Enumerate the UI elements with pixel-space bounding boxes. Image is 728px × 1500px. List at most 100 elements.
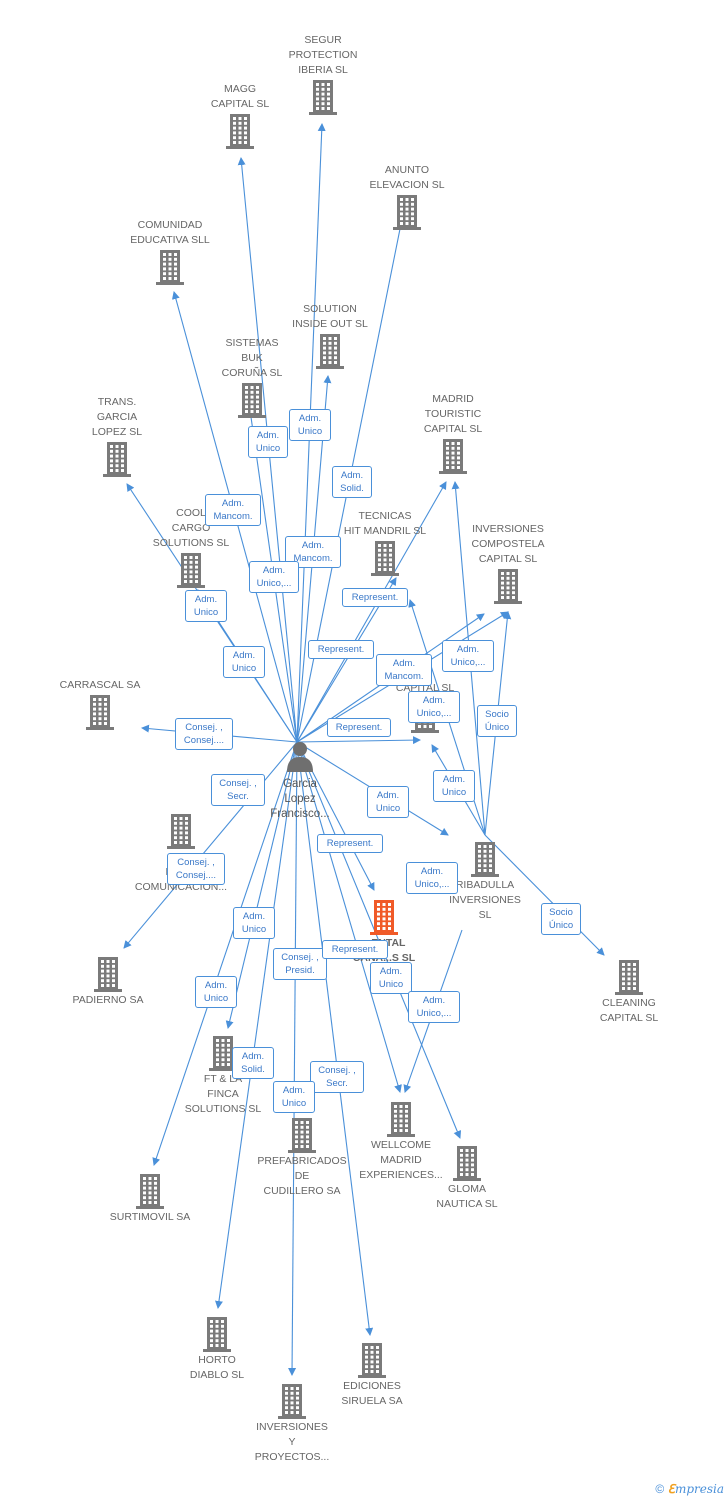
company-node-prefabricados[interactable]: PREFABRICADOS DE CUDILLERO SA bbox=[247, 1116, 357, 1199]
edge-line bbox=[296, 741, 402, 1093]
relation-label[interactable]: Adm. Unico bbox=[248, 426, 288, 458]
company-label: GLOMA NAUTICA SL bbox=[436, 1183, 498, 1210]
relation-label[interactable]: Represent. bbox=[342, 588, 408, 607]
relation-label[interactable]: Adm. Unico bbox=[370, 962, 412, 994]
relation-label[interactable]: Adm. Unico bbox=[289, 409, 331, 441]
company-label: HORTO DIABLO SL bbox=[189, 1354, 245, 1381]
company-label: TECNICAS HIT MANDRIL SL bbox=[343, 510, 427, 537]
edge-line bbox=[484, 834, 605, 956]
person-name: Garcia Lopez Francisco... bbox=[270, 778, 330, 820]
relation-label[interactable]: Adm. Unico,... bbox=[249, 561, 299, 593]
company-node-carrascal[interactable]: CARRASCAL SA bbox=[45, 678, 155, 731]
relation-label[interactable]: Represent. bbox=[317, 834, 383, 853]
edge-line bbox=[123, 741, 298, 949]
company-label: TRANS. GARCIA LOPEZ SL bbox=[91, 396, 143, 438]
company-node-padierno[interactable]: PADIERNO SA bbox=[53, 955, 163, 1008]
building-icon bbox=[203, 1317, 231, 1352]
building-icon bbox=[393, 195, 421, 230]
company-label: CLEANING CAPITAL SL bbox=[599, 997, 659, 1024]
company-node-sistemas[interactable]: SISTEMAS BUK CORUÑA SL bbox=[197, 336, 307, 419]
relation-label[interactable]: Adm. Unico,... bbox=[408, 691, 460, 723]
building-icon bbox=[439, 439, 467, 474]
company-label: MAGG CAPITAL SL bbox=[210, 83, 270, 110]
relation-label[interactable]: Consej. , Consej.... bbox=[175, 718, 233, 750]
relation-label[interactable]: Adm. Unico,... bbox=[406, 862, 458, 894]
company-node-ribadulla[interactable]: RIBADULLA INVERSIONES SL bbox=[430, 840, 540, 923]
relation-label[interactable]: Socio Único bbox=[477, 705, 517, 737]
company-label: WELLCOME MADRID EXPERIENCES... bbox=[359, 1139, 443, 1181]
building-icon bbox=[387, 1102, 415, 1137]
company-node-horto[interactable]: HORTO DIABLO SL bbox=[162, 1315, 272, 1383]
brand-logo: ℇmpresia bbox=[667, 1482, 724, 1496]
company-label: PREFABRICADOS DE CUDILLERO SA bbox=[257, 1155, 347, 1197]
company-label: PADIERNO SA bbox=[72, 994, 144, 1006]
relation-label[interactable]: Consej. , Consej.... bbox=[167, 853, 225, 885]
relation-label[interactable]: Adm. Unico bbox=[273, 1081, 315, 1113]
relation-label[interactable]: Adm. Mancom. bbox=[376, 654, 432, 686]
company-node-cool[interactable]: COOL CARGO SOLUTIONS SL bbox=[136, 506, 246, 589]
relation-label[interactable]: Adm. Unico,... bbox=[442, 640, 494, 672]
relation-label[interactable]: Adm. Unico bbox=[195, 976, 237, 1008]
relation-label[interactable]: Adm. Unico bbox=[185, 590, 227, 622]
company-node-cleaning[interactable]: CLEANING CAPITAL SL bbox=[574, 958, 684, 1026]
relation-label[interactable]: Adm. Solid. bbox=[232, 1047, 274, 1079]
building-icon bbox=[615, 960, 643, 995]
relation-label[interactable]: Consej. , Secr. bbox=[211, 774, 265, 806]
building-icon bbox=[371, 541, 399, 576]
company-node-madrid[interactable]: MADRID TOURISTIC CAPITAL SL bbox=[398, 392, 508, 475]
relation-label[interactable]: Consej. , Presid. bbox=[273, 948, 327, 980]
building-icon bbox=[136, 1174, 164, 1209]
building-icon bbox=[309, 80, 337, 115]
edge-line bbox=[296, 481, 447, 743]
edge-line bbox=[296, 741, 374, 1336]
relation-label[interactable]: Adm. Unico bbox=[233, 907, 275, 939]
footer-brand[interactable]: © ℇmpresia bbox=[655, 1482, 724, 1496]
relation-label[interactable]: Adm. Unico bbox=[223, 646, 265, 678]
company-node-tecnicas[interactable]: TECNICAS HIT MANDRIL SL bbox=[330, 509, 440, 577]
person-icon bbox=[287, 742, 313, 772]
relation-label[interactable]: Socio Único bbox=[541, 903, 581, 935]
company-label: INVERSIONES Y PROYECTOS... bbox=[254, 1421, 330, 1463]
company-label: SEGUR PROTECTION IBERIA SL bbox=[288, 34, 358, 76]
company-node-ft[interactable]: FT & LA FINCA SOLUTIONS SL bbox=[168, 1034, 278, 1117]
company-node-gloma[interactable]: GLOMA NAUTICA SL bbox=[412, 1144, 522, 1212]
relation-label[interactable]: Represent. bbox=[322, 940, 388, 959]
company-node-anunto[interactable]: ANUNTO ELEVACION SL bbox=[352, 163, 462, 231]
relation-label[interactable]: Adm. Unico bbox=[367, 786, 409, 818]
building-icon-highlight bbox=[370, 900, 398, 935]
company-node-wellcome[interactable]: WELLCOME MADRID EXPERIENCES... bbox=[346, 1100, 456, 1183]
relation-label[interactable]: Adm. Solid. bbox=[332, 466, 372, 498]
company-label: SOLUTION INSIDE OUT SL bbox=[292, 303, 368, 330]
company-label: CARRASCAL SA bbox=[59, 679, 141, 691]
company-label: COMUNIDAD EDUCATIVA SLL bbox=[130, 219, 210, 246]
company-label: INVERSIONES COMPOSTELA CAPITAL SL bbox=[471, 523, 545, 565]
building-icon bbox=[94, 957, 122, 992]
building-icon bbox=[156, 250, 184, 285]
company-node-surtimovil[interactable]: SURTIMOVIL SA bbox=[95, 1172, 205, 1225]
company-label: SURTIMOVIL SA bbox=[109, 1211, 191, 1223]
relation-label[interactable]: Adm. Unico bbox=[433, 770, 475, 802]
edge-line bbox=[152, 741, 298, 1166]
company-label: SISTEMAS BUK CORUÑA SL bbox=[221, 337, 283, 379]
building-icon bbox=[358, 1343, 386, 1378]
person-node[interactable]: Garcia Lopez Francisco... bbox=[255, 740, 345, 822]
relation-label[interactable]: Adm. Unico,... bbox=[408, 991, 460, 1023]
edge-line bbox=[215, 741, 298, 1309]
company-node-solution[interactable]: SOLUTION INSIDE OUT SL bbox=[275, 302, 385, 370]
building-icon bbox=[86, 695, 114, 730]
company-node-ediciones[interactable]: EDICIONES SIRUELA SA bbox=[317, 1341, 427, 1409]
company-node-comunidad[interactable]: COMUNIDAD EDUCATIVA SLL bbox=[115, 218, 225, 286]
company-node-segur[interactable]: SEGUR PROTECTION IBERIA SL bbox=[268, 33, 378, 116]
relation-label[interactable]: Consej. , Secr. bbox=[310, 1061, 364, 1093]
building-icon bbox=[103, 442, 131, 477]
company-node-compostela[interactable]: INVERSIONES COMPOSTELA CAPITAL SL bbox=[453, 522, 563, 605]
company-node-magg[interactable]: MAGG CAPITAL SL bbox=[185, 82, 295, 150]
relation-label[interactable]: Represent. bbox=[308, 640, 374, 659]
company-node-trans[interactable]: TRANS. GARCIA LOPEZ SL bbox=[62, 395, 172, 478]
building-icon bbox=[167, 814, 195, 849]
relation-label[interactable]: Represent. bbox=[327, 718, 391, 737]
company-node-inversiones[interactable]: INVERSIONES Y PROYECTOS... bbox=[237, 1382, 347, 1465]
building-icon bbox=[316, 334, 344, 369]
relation-label[interactable]: Adm. Mancom. bbox=[205, 494, 261, 526]
edge-line bbox=[288, 741, 298, 1376]
